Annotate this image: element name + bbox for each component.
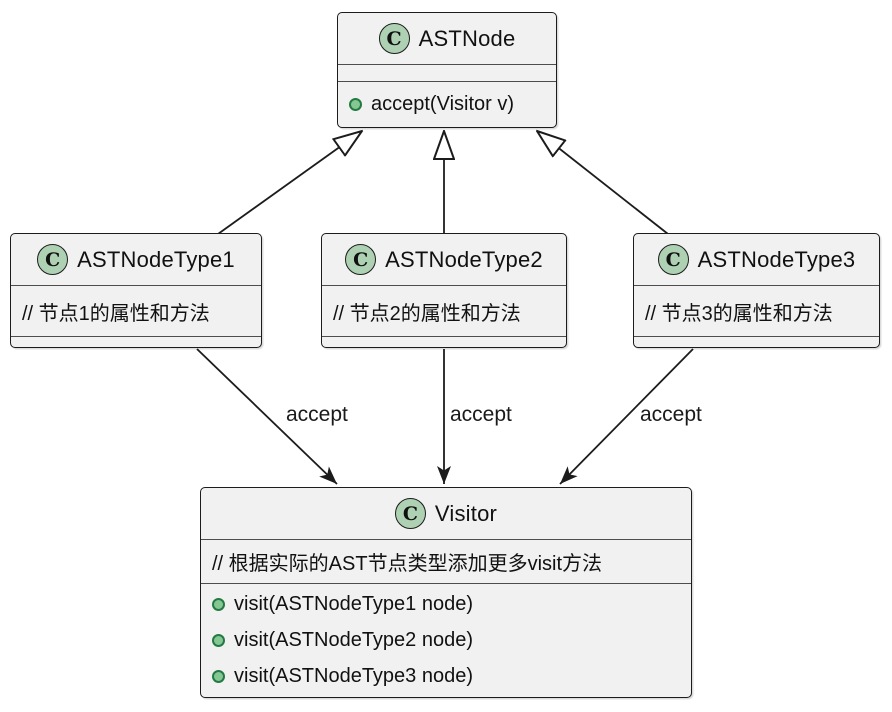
class-name: ASTNode [418, 25, 516, 51]
class-icon: C [394, 498, 426, 529]
inheritance-arrow-type3-astnode [537, 131, 669, 235]
class-name: Visitor [434, 500, 498, 526]
accept-edge-label: accept [640, 403, 702, 426]
class-name: ASTNodeType1 [77, 246, 235, 272]
class-icon: C [378, 23, 410, 54]
field-comment: // 节点2的属性和方法 [333, 302, 521, 325]
method-label: visit(ASTNodeType2 node) [234, 629, 474, 651]
class-astnodetype3-methods [634, 336, 879, 347]
class-astnodetype1-methods [11, 336, 261, 347]
class-name: ASTNodeType2 [385, 246, 543, 272]
class-astnodetype3: C ASTNodeType3 // 节点3的属性和方法 [633, 233, 880, 348]
class-visitor-header: C Visitor [201, 488, 691, 539]
accept-edge-label: accept [286, 403, 348, 426]
class-astnode-methods: accept(Visitor v) [338, 81, 556, 127]
inheritance-arrow-type1-astnode [217, 131, 362, 235]
class-visitor: C Visitor // 根据实际的AST节点类型添加更多visit方法 vis… [200, 487, 692, 698]
method-label: accept(Visitor v) [371, 93, 515, 115]
field-comment: // 节点1的属性和方法 [22, 302, 210, 325]
class-visitor-methods: visit(ASTNodeType1 node) visit(ASTNodeTy… [201, 583, 691, 697]
class-astnodetype1-fields: // 节点1的属性和方法 [11, 285, 261, 336]
class-astnodetype3-header: C ASTNodeType3 [634, 234, 879, 285]
field-comment: // 根据实际的AST节点类型添加更多visit方法 [212, 553, 603, 575]
method-label: visit(ASTNodeType1 node) [234, 593, 474, 615]
accept-arrow-type1-visitor [196, 348, 338, 485]
class-astnode: C ASTNode accept(Visitor v) [337, 12, 557, 128]
class-astnodetype1: C ASTNodeType1 // 节点1的属性和方法 [10, 233, 262, 348]
class-icon: C [345, 244, 377, 275]
accept-arrow-type3-visitor [559, 348, 694, 485]
method-label: visit(ASTNodeType3 node) [234, 665, 474, 687]
class-icon: C [657, 244, 689, 275]
class-astnodetype2-methods [322, 336, 566, 347]
class-astnodetype2-fields: // 节点2的属性和方法 [322, 285, 566, 336]
method-row: visit(ASTNodeType1 node) [201, 588, 691, 622]
class-astnodetype2-header: C ASTNodeType2 [322, 234, 566, 285]
public-method-icon [212, 598, 225, 611]
class-astnodetype3-fields: // 节点3的属性和方法 [634, 285, 879, 336]
class-visitor-fields: // 根据实际的AST节点类型添加更多visit方法 [201, 539, 691, 583]
class-astnode-fields [338, 64, 556, 81]
class-astnodetype2: C ASTNodeType2 // 节点2的属性和方法 [321, 233, 567, 348]
field-comment: // 节点3的属性和方法 [645, 302, 833, 325]
class-astnode-header: C ASTNode [338, 13, 556, 64]
class-name: ASTNodeType3 [697, 246, 856, 272]
method-row: visit(ASTNodeType2 node) [201, 624, 691, 658]
accept-edge-label: accept [450, 403, 512, 426]
class-astnodetype1-header: C ASTNodeType1 [11, 234, 261, 285]
public-method-icon [212, 670, 225, 683]
method-row: visit(ASTNodeType3 node) [201, 660, 691, 694]
public-method-icon [212, 634, 225, 647]
class-icon: C [37, 244, 69, 275]
method-row: accept(Visitor v) [338, 93, 556, 116]
public-method-icon [349, 98, 362, 111]
